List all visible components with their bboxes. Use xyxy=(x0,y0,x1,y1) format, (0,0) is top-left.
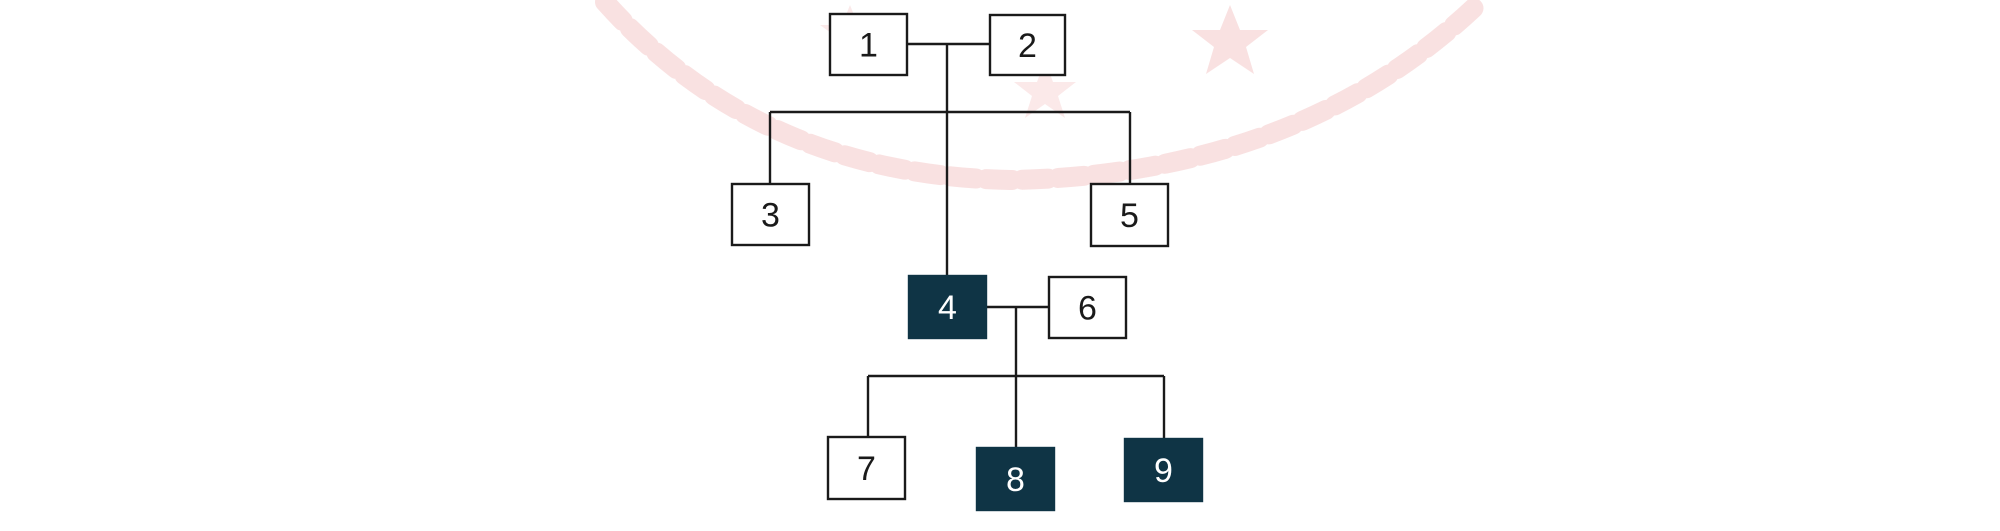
individual-6-label: 6 xyxy=(1078,290,1097,328)
individual-8-square xyxy=(975,446,1056,512)
individual-5: 5 xyxy=(1089,182,1170,248)
individual-8: 8 xyxy=(975,446,1056,512)
individual-3-square xyxy=(730,182,811,247)
connector-lines xyxy=(768,42,1166,448)
individual-3: 3 xyxy=(730,182,811,247)
individual-6: 6 xyxy=(1047,275,1128,340)
individual-2-label: 2 xyxy=(1018,27,1037,65)
individual-4-label: 4 xyxy=(938,289,957,327)
individual-5-square xyxy=(1089,182,1170,248)
individual-2-square xyxy=(988,13,1067,77)
individuals: 1 2 3 4 5 6 7 8 xyxy=(730,12,1204,512)
individual-7-label: 7 xyxy=(857,450,876,488)
individual-1-square xyxy=(828,12,909,77)
individual-8-label: 8 xyxy=(1006,461,1025,499)
individual-9-label: 9 xyxy=(1154,452,1173,490)
individual-4-square xyxy=(907,274,988,340)
individual-9-square xyxy=(1123,437,1204,503)
individual-1: 1 xyxy=(828,12,909,77)
watermark-rope-arc xyxy=(595,0,1490,191)
individual-5-label: 5 xyxy=(1120,197,1139,235)
individual-7: 7 xyxy=(826,435,907,501)
watermark-star-icon xyxy=(1014,60,1076,118)
individual-7-square xyxy=(826,435,907,501)
individual-1-label: 1 xyxy=(859,27,878,65)
individual-4: 4 xyxy=(907,274,988,340)
individual-3-label: 3 xyxy=(761,197,780,235)
individual-6-square xyxy=(1047,275,1128,340)
individual-2: 2 xyxy=(988,13,1067,77)
individual-9: 9 xyxy=(1123,437,1204,503)
watermark-star-icon xyxy=(1192,5,1268,74)
